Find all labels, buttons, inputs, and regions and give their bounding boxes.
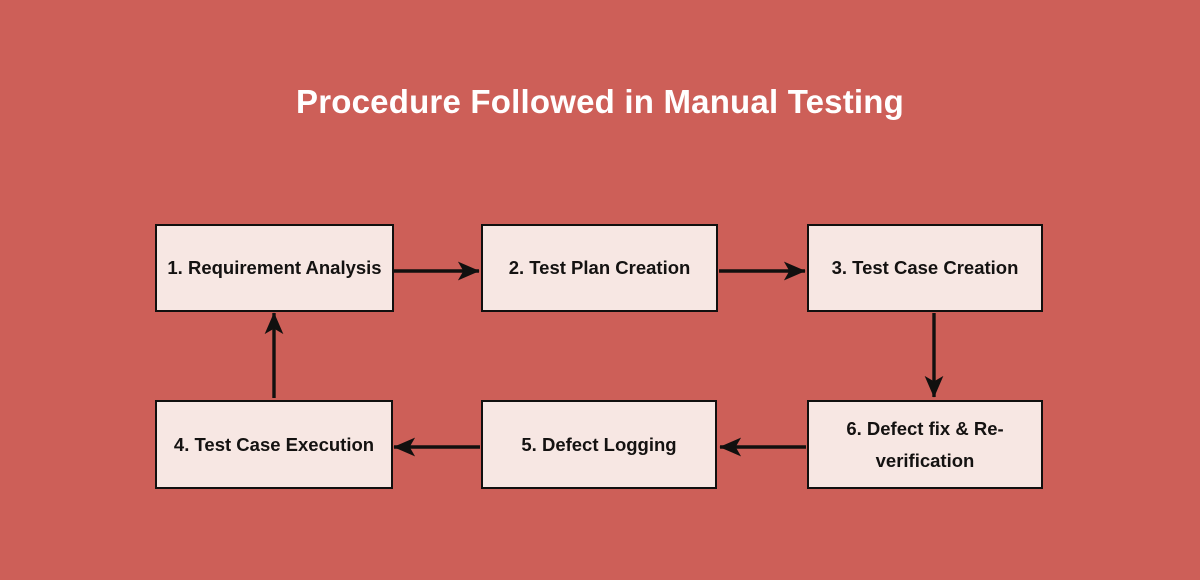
flow-step-3[interactable]: 3. Test Case Creation <box>807 224 1043 312</box>
flow-step-1-label: 1. Requirement Analysis <box>167 257 382 279</box>
flow-step-5[interactable]: 5. Defect Logging <box>481 400 717 489</box>
page-title: Procedure Followed in Manual Testing <box>296 83 904 120</box>
flow-step-1[interactable]: 1. Requirement Analysis <box>155 224 394 312</box>
flow-step-6[interactable]: 6. Defect fix & Re-verification <box>807 400 1043 489</box>
flow-step-4[interactable]: 4. Test Case Execution <box>155 400 393 489</box>
flow-step-2[interactable]: 2. Test Plan Creation <box>481 224 718 312</box>
flow-step-5-label: 5. Defect Logging <box>521 433 677 455</box>
flow-step-2-label: 2. Test Plan Creation <box>508 257 691 279</box>
flow-step-4-label: 4. Test Case Execution <box>173 433 375 455</box>
flow-step-3-label: 3. Test Case Creation <box>831 257 1019 279</box>
flow-step-6-label: 6. Defect fix & Re-verification <box>846 417 1004 471</box>
